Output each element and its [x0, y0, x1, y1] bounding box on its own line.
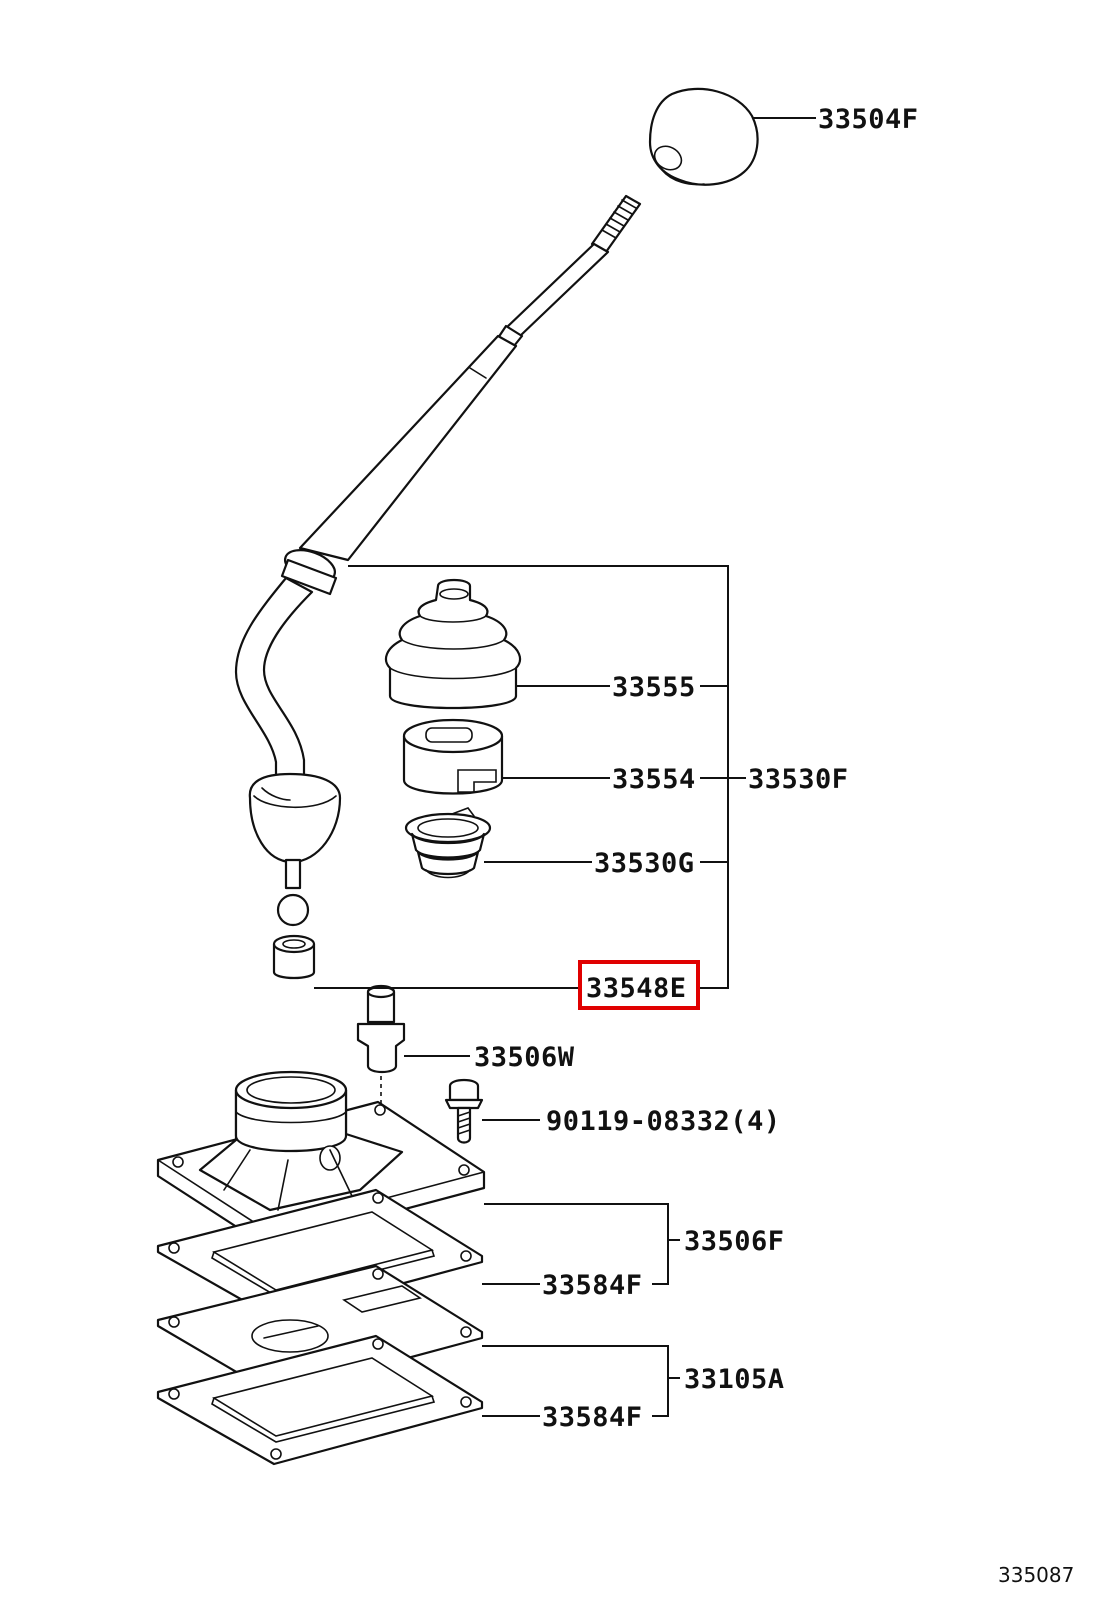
- label-bolt: 90119-08332(4): [546, 1106, 781, 1137]
- label-gasket-lower: 33584F: [542, 1402, 643, 1433]
- label-highlighted-bushing: 33548E: [586, 973, 687, 1004]
- leader-lines: [314, 117, 816, 1417]
- gasket-lower[interactable]: [156, 1334, 484, 1466]
- shift-knob[interactable]: [648, 87, 759, 186]
- label-retainer: 33506F: [684, 1226, 785, 1257]
- label-gasket-upper: 33584F: [542, 1270, 643, 1301]
- label-bushing: 33554: [612, 764, 696, 795]
- small-bushing[interactable]: [272, 934, 316, 980]
- label-assembly: 33530F: [748, 764, 849, 795]
- label-spring-seat: 33530G: [594, 848, 695, 879]
- shift-bushing[interactable]: [402, 718, 504, 795]
- spring-seat[interactable]: [404, 807, 492, 879]
- shift-lever[interactable]: [234, 194, 642, 927]
- label-boot: 33555: [612, 672, 696, 703]
- label-knob: 33504F: [818, 104, 919, 135]
- figure-id: 335087: [998, 1563, 1074, 1587]
- shift-boot[interactable]: [384, 578, 522, 710]
- label-plate: 33105A: [684, 1364, 785, 1395]
- bolt[interactable]: [444, 1078, 484, 1144]
- highlight-box: [578, 960, 700, 1010]
- label-pin: 33506W: [474, 1042, 575, 1073]
- shift-retainer[interactable]: [156, 1070, 486, 1248]
- locating-pin[interactable]: [356, 984, 406, 1140]
